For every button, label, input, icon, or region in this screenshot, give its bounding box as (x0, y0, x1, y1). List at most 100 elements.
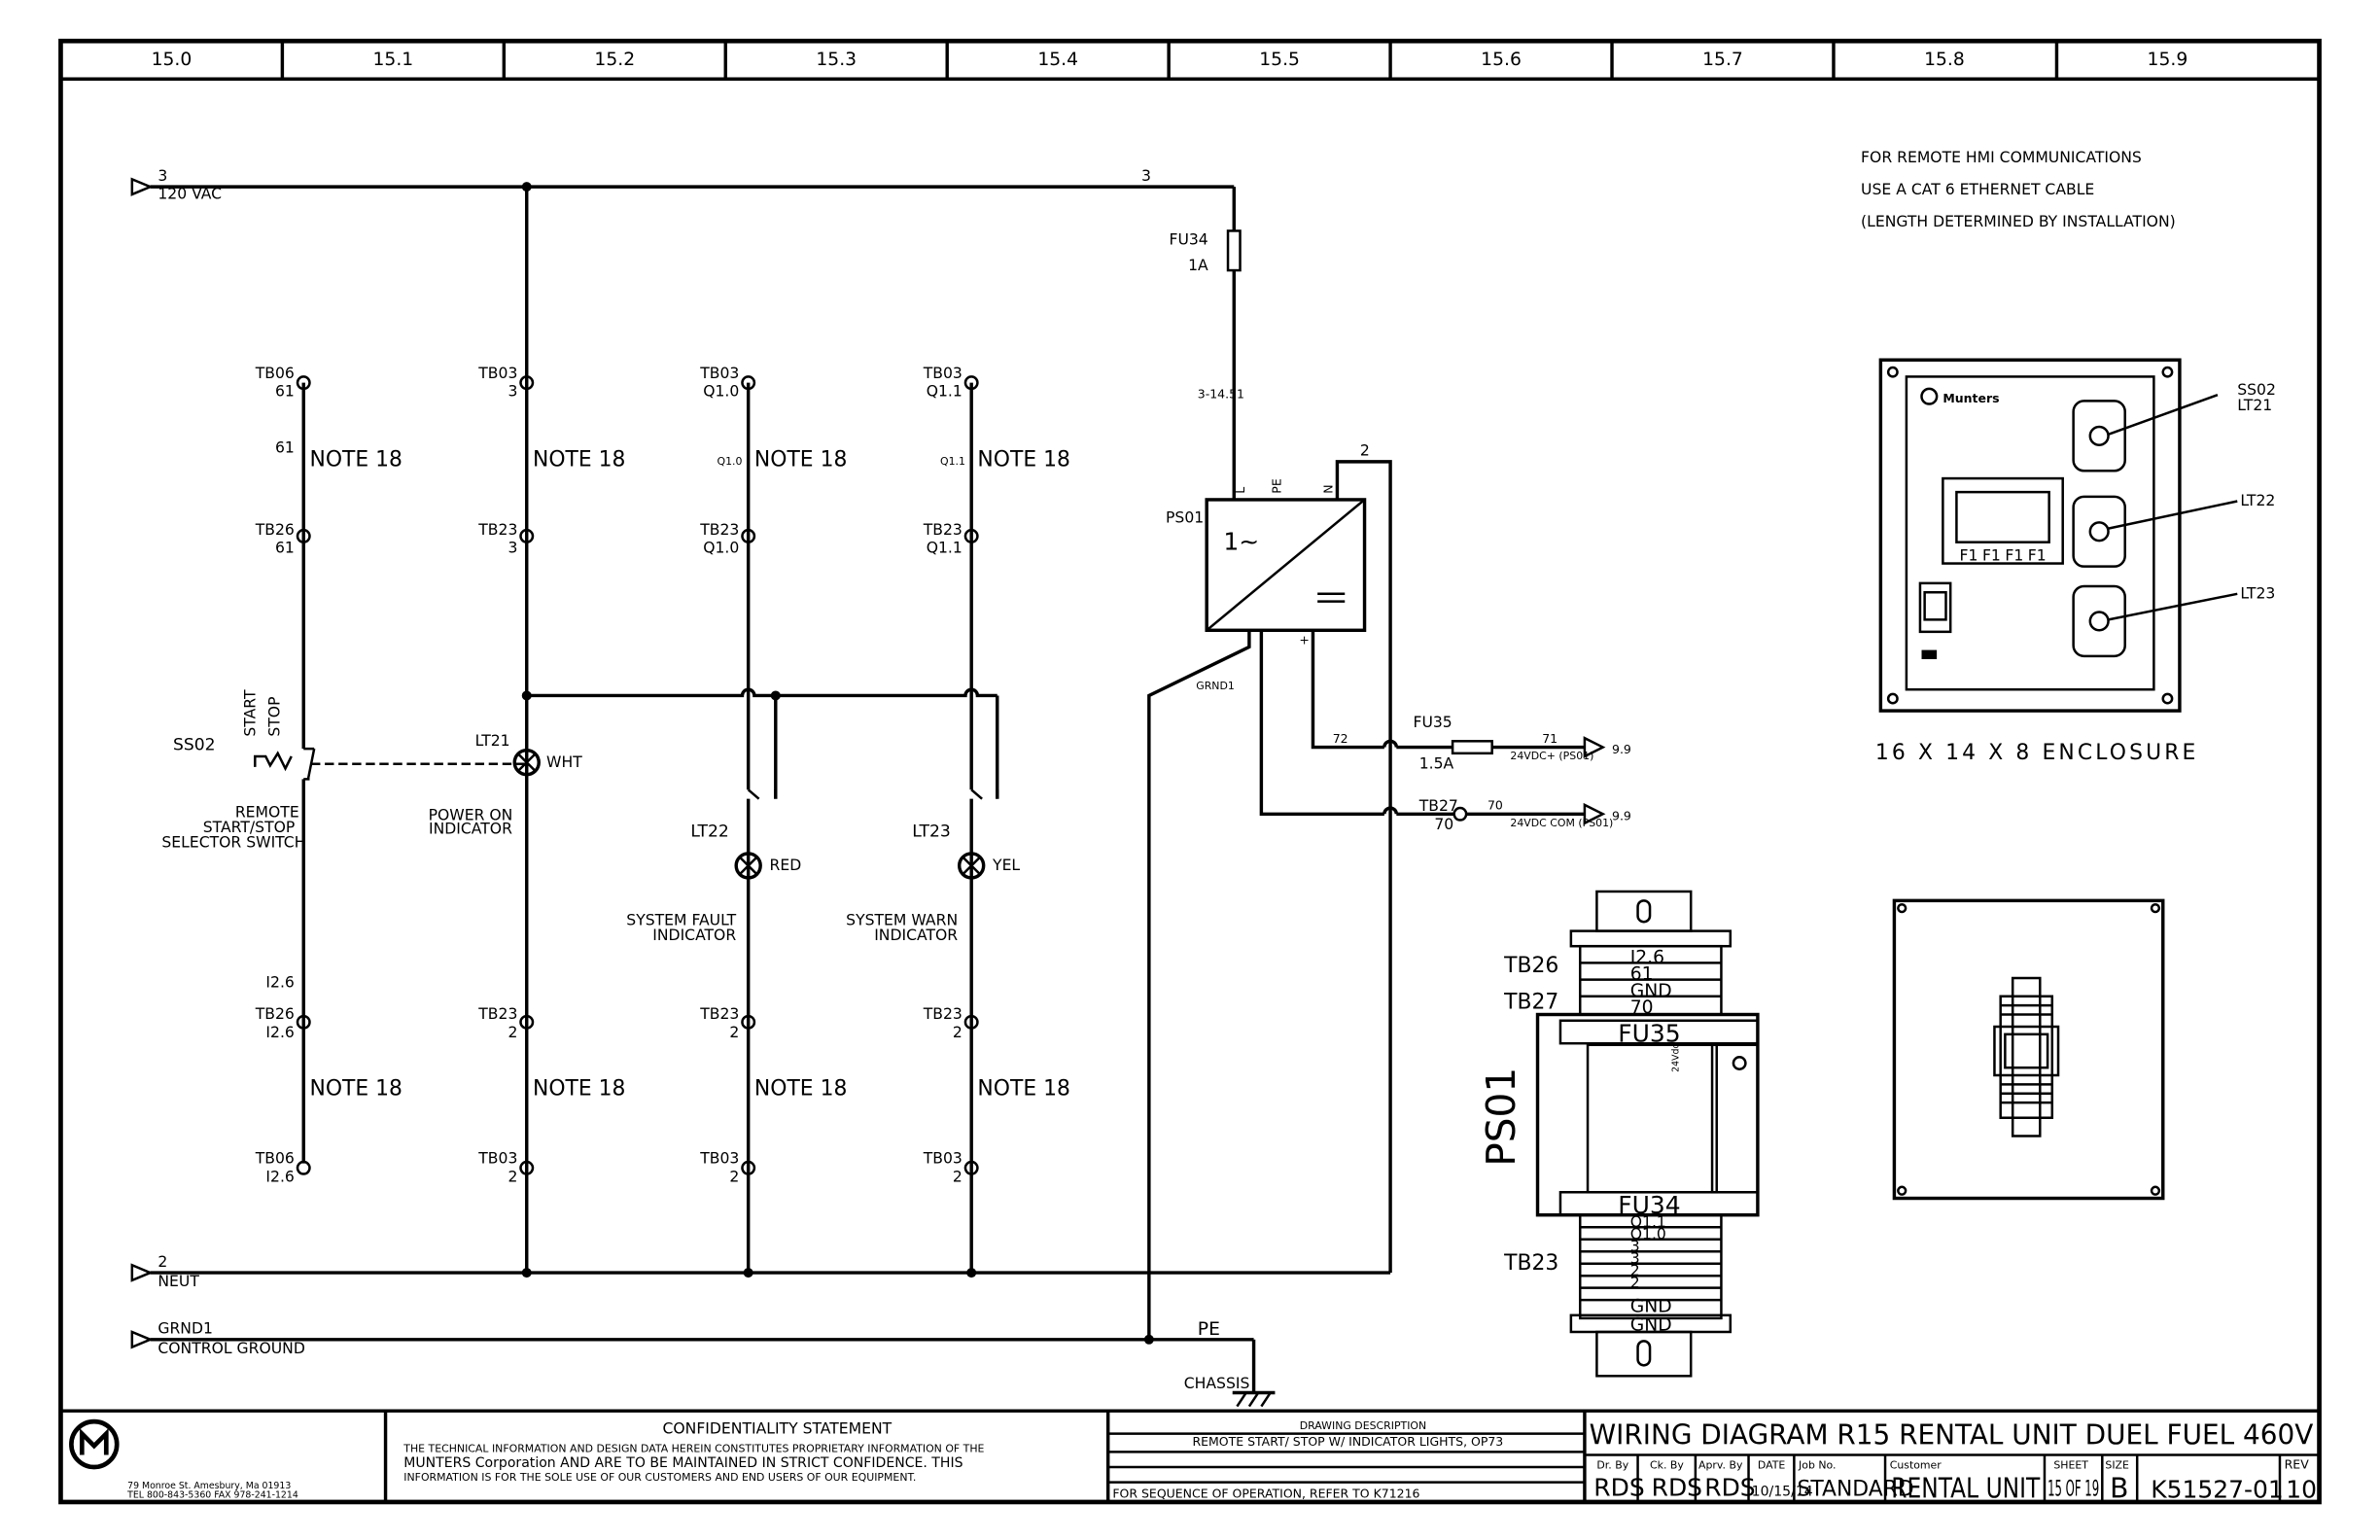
wire-number: GRND1 (158, 1320, 213, 1338)
din-rail-detail: I2.6 61 GND 70 TB26 TB27 FU35 FU34 24Vdc… (1478, 890, 1760, 1378)
component-desc: POWER ON (429, 807, 513, 824)
terminal-value: Q1.0 (703, 540, 739, 557)
field-header: DATE (1758, 1459, 1786, 1472)
zone-label: 15.7 (1702, 50, 1743, 70)
hmi-key-label: F1 (2005, 546, 2023, 564)
wire-number: 71 (1542, 731, 1558, 746)
component-desc: START/STOP (203, 819, 296, 836)
terminal-label: TB03 (477, 1150, 517, 1168)
drawing-date: 10/15/14 (1752, 1485, 1813, 1500)
terminal-value: 3 (508, 383, 517, 401)
drawn-by: RDS (1593, 1474, 1644, 1502)
hmi-key-label: F1 (2028, 546, 2047, 564)
callout-tag: LT23 (2240, 584, 2275, 602)
terminal-label: TB03 (699, 365, 739, 382)
column-lt23: TB03 Q1.1 Q1.1 NOTE 18 TB23 Q1.1 TB23 2 … (846, 365, 1070, 1274)
component-desc: INDICATOR (652, 927, 736, 944)
field-header: Ck. By (1650, 1459, 1684, 1472)
sheet-number: 15 OF 19 (2048, 1478, 2099, 1502)
terminal-value: 61 (275, 383, 295, 401)
terminal-value: 70 (1434, 816, 1453, 833)
rail-row: GND (1630, 1297, 1672, 1317)
component-desc: INDICATOR (429, 821, 512, 838)
rail-row: 2 (1630, 1262, 1640, 1279)
note-label: NOTE 18 (533, 1076, 625, 1101)
component-desc: INDICATOR (874, 927, 958, 944)
output-label: 24VDC COM (PS01) (1510, 817, 1613, 829)
terminal-value: I2.6 (265, 1168, 294, 1185)
chassis-label: CHASSIS (1184, 1375, 1250, 1392)
zone-label: 15.2 (594, 50, 635, 70)
switch-position-label: START (241, 689, 259, 737)
terminal-label: TB23 (699, 1005, 739, 1023)
column-lt21: TB03 3 NOTE 18 TB23 3 TB23 2 NOTE 18 TB0… (429, 187, 625, 1274)
terminal-label: TB23 (477, 1005, 517, 1023)
customer: RENTAL UNIT (1891, 1472, 2041, 1504)
terminal-value: I2.6 (265, 1024, 294, 1041)
note-line: FOR REMOTE HMI COMMUNICATIONS (1861, 149, 2142, 166)
approved-by: RDS (1704, 1474, 1755, 1502)
terminal-value: 2 (508, 1024, 517, 1041)
wire-number: 2 (158, 1253, 167, 1271)
ps-ac-symbol: 1~ (1223, 527, 1259, 555)
confidentiality-text: INFORMATION IS FOR THE SOLE USE OF OUR C… (403, 1471, 916, 1484)
terminal-label: TB03 (923, 365, 962, 382)
ref-label: 9.9 (1612, 809, 1631, 823)
terminal-label: TB03 (923, 1150, 962, 1168)
zone-label: 15.4 (1037, 50, 1078, 70)
note-label: NOTE 18 (309, 448, 402, 472)
field-header: Aprv. By (1698, 1459, 1743, 1472)
wire-number: 2 (1360, 442, 1370, 460)
note-label: NOTE 18 (754, 448, 847, 472)
sequence-ref: FOR SEQUENCE OF OPERATION, REFER TO K712… (1112, 1486, 1419, 1500)
drawing-number: K51527-01 (2151, 1475, 2284, 1503)
field-header: Dr. By (1596, 1459, 1628, 1472)
wire-number: 70 (1488, 798, 1503, 813)
terminal-label: TB23 (477, 521, 517, 539)
zone-label: 15.5 (1259, 50, 1300, 70)
note-label: NOTE 18 (977, 1076, 1069, 1101)
checked-by: RDS (1652, 1474, 1702, 1502)
note-line: USE A CAT 6 ETHERNET CABLE (1861, 181, 2094, 198)
pe-label: PE (1198, 1319, 1220, 1340)
terminal-label: TB23 (923, 521, 962, 539)
rail-row: 3 (1630, 1250, 1640, 1268)
wire-number: 61 (275, 439, 295, 457)
zone-label: 15.0 (152, 50, 192, 70)
component-desc: SELECTOR SWITCH (161, 834, 305, 852)
terminal-value: 61 (275, 540, 295, 557)
component-tag: FU35 (1414, 714, 1452, 731)
power-supply-section: FU34 1A 3-14.51 1~ PS01 L PE N 2 + GRND1… (1147, 187, 1631, 1340)
field-header: Job No. (1798, 1459, 1836, 1472)
component-desc: SYSTEM FAULT (626, 911, 736, 928)
drawing-title: WIRING DIAGRAM R15 RENTAL UNIT DUEL FUEL… (1590, 1419, 2314, 1452)
rail-row: 61 (1630, 964, 1654, 985)
rail-row: 3 (1630, 1238, 1640, 1255)
revision: 10 (2286, 1475, 2317, 1503)
company-phone: TEL 800-843-5360 FAX 978-241-1214 (126, 1489, 298, 1500)
ps-side-label: 24Vdc (1671, 1043, 1682, 1071)
note-label: NOTE 18 (977, 448, 1069, 472)
zone-strip: 15.0 15.1 15.2 15.3 15.4 15.5 15.6 15.7 … (152, 41, 2188, 80)
confidentiality-text: MUNTERS Corporation AND ARE TO BE MAINTA… (403, 1455, 962, 1471)
rail-label: NEUT (158, 1273, 199, 1290)
wire-number: Q1.0 (717, 455, 742, 468)
enclosure-front-view: Munters F1 F1 F1 F1 SS02 LT21 LT22 LT23 … (1875, 358, 2276, 765)
field-header: Customer (1890, 1459, 1942, 1472)
lamp-color: WHT (546, 753, 582, 771)
field-header: SHEET (2053, 1459, 2088, 1472)
lamp-color: YEL (992, 857, 1020, 874)
callout-tag: LT22 (2240, 492, 2275, 509)
terminal-value: Q1.1 (927, 540, 962, 557)
column-ss02: TB06 61 61 NOTE 18 TB26 61 I2.6 TB26 I2.… (161, 365, 527, 1185)
field-header: SIZE (2105, 1459, 2129, 1472)
wire-number: Q1.1 (940, 455, 965, 468)
component-tag: LT21 (475, 732, 510, 750)
terminal-label: TB23 (699, 521, 739, 539)
column-lt22: TB03 Q1.0 Q1.0 NOTE 18 TB23 Q1.0 TB23 2 … (626, 365, 847, 1274)
wire-number: 3 (158, 167, 167, 185)
callout-tag: LT21 (2237, 397, 2272, 414)
terminal-label: TB06 (255, 1150, 295, 1168)
zone-label: 15.6 (1481, 50, 1522, 70)
rail-row: I2.6 (1630, 947, 1664, 967)
